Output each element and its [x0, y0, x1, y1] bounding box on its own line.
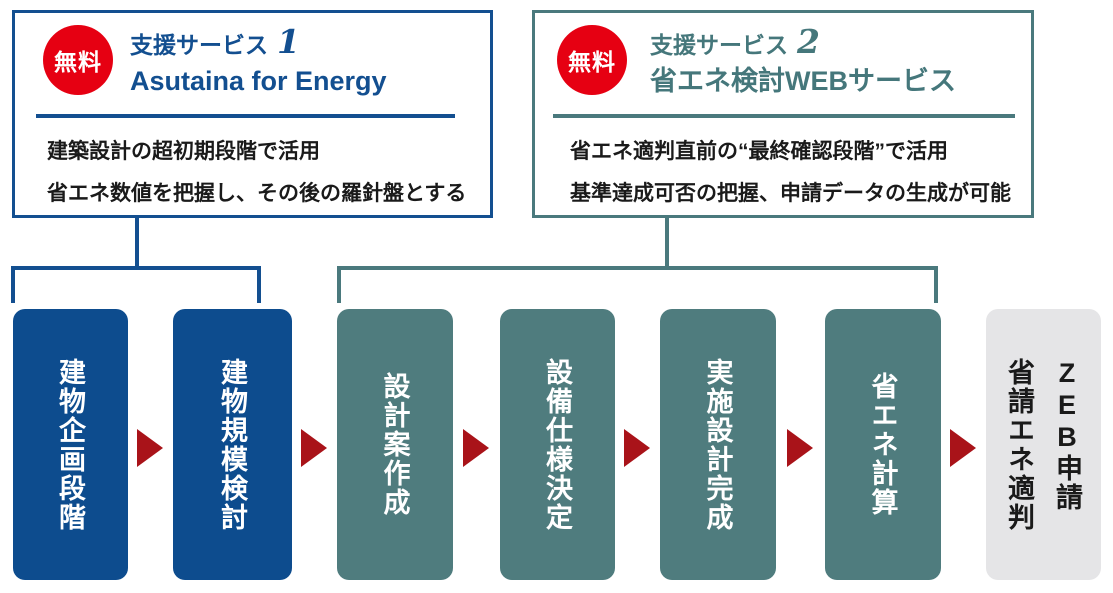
step-label-zeb-application: ZEB申請	[1052, 357, 1082, 512]
description-line: 省エネ適判直前の“最終確認段階”で活用	[570, 140, 948, 163]
step-box-4: 設備仕様決定	[500, 309, 615, 580]
flow-arrow-icon	[463, 429, 489, 467]
step-box-3: 設計案作成	[337, 309, 453, 580]
title-divider	[36, 114, 455, 118]
service-2-bracket-bar	[337, 266, 938, 270]
flow-arrow-icon	[624, 429, 650, 467]
service-1-bracket-stem	[135, 218, 139, 268]
free-badge: 無料	[557, 25, 627, 95]
step-label: 実施設計完成	[702, 357, 733, 532]
step-label: 省エネ計算	[867, 372, 898, 517]
step-label-energy-conformity: 省請エネ適判	[1004, 357, 1034, 532]
flow-arrow-icon	[137, 429, 163, 467]
service-title-prefix: 支援サービス	[130, 32, 268, 58]
service-1-heading: 支援サービス 1 Asutaina for Energy	[130, 21, 387, 99]
service-card-1: 無料 支援サービス 1 Asutaina for Energy 建築設計の超初期段…	[12, 10, 493, 218]
step-box-2: 建物規模検討	[173, 309, 292, 580]
step-label: 建物規模検討	[217, 357, 247, 532]
service-1-bracket-leg-left	[11, 266, 15, 303]
service-2-bracket-leg-right	[934, 266, 938, 303]
service-2-description: 省エネ適判直前の“最終確認段階”で活用 基準達成可否の把握、申請データの生成が可…	[570, 135, 1011, 207]
service-1-description: 建築設計の超初期段階で活用 省エネ数値を把握し、その後の羅針盤とする	[47, 135, 466, 207]
title-divider	[553, 114, 1015, 118]
service-1-bracket-leg-right	[257, 266, 261, 303]
description-line: 基準達成可否の把握、申請データの生成が可能	[570, 182, 1011, 205]
description-line: 建築設計の超初期段階で活用	[47, 140, 320, 163]
service-1-bracket-bar	[11, 266, 261, 270]
service-1-name: Asutaina for Energy	[130, 66, 387, 97]
step-box-final: ZEB申請 省請エネ適判	[986, 309, 1101, 580]
service-2-heading: 支援サービス 2 省エネ検討WEBサービス	[650, 21, 956, 99]
flow-arrow-icon	[301, 429, 327, 467]
service-number: 1	[277, 22, 300, 61]
step-box-1: 建物企画段階	[13, 309, 128, 580]
step-label: 設計案作成	[379, 372, 410, 517]
service-2-title: 支援サービス 2	[650, 21, 956, 62]
service-2-bracket-stem	[665, 218, 669, 268]
service-2-name: 省エネ検討WEBサービス	[650, 66, 956, 97]
description-line: 省エネ数値を把握し、その後の羅針盤とする	[47, 182, 467, 205]
free-badge: 無料	[43, 25, 113, 95]
service-title-prefix: 支援サービス	[650, 32, 788, 58]
service-card-2: 無料 支援サービス 2 省エネ検討WEBサービス 省エネ適判直前の“最終確認段階”…	[532, 10, 1034, 218]
final-step-labels: ZEB申請 省請エネ適判	[1000, 358, 1087, 532]
flow-arrow-icon	[787, 429, 813, 467]
step-label: 建物企画段階	[55, 357, 85, 532]
step-label: 設備仕様決定	[542, 357, 572, 532]
service-2-bracket-leg-left	[337, 266, 341, 303]
step-box-6: 省エネ計算	[825, 309, 941, 580]
flow-arrow-icon	[950, 429, 976, 467]
service-1-title: 支援サービス 1	[130, 21, 387, 62]
step-box-5: 実施設計完成	[660, 309, 776, 580]
service-number: 2	[797, 22, 820, 61]
